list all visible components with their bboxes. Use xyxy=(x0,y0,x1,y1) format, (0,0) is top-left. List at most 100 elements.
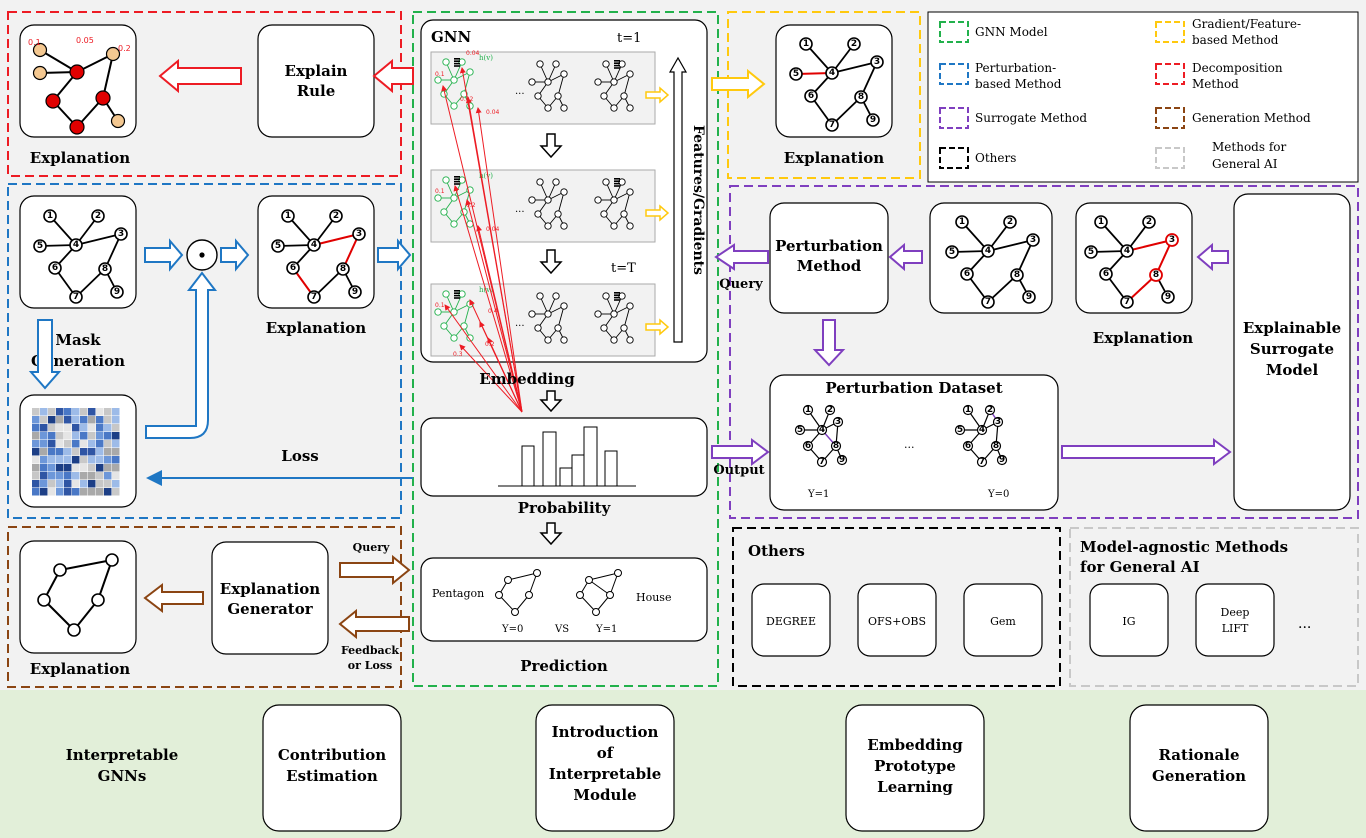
generation-explanation-graph-box xyxy=(19,540,137,654)
arrow-gnn-to-gradient xyxy=(711,68,766,100)
svg-text:3: 3 xyxy=(874,57,880,67)
arrow-graph-to-method xyxy=(888,242,923,272)
explain-rule-box xyxy=(257,24,375,138)
svg-text:8: 8 xyxy=(1014,270,1020,280)
node-label: 9 xyxy=(999,455,1005,465)
legend-label: Gradient/Feature- xyxy=(1192,17,1301,31)
score-label: 0.1 xyxy=(28,38,41,47)
svg-text:5: 5 xyxy=(1088,247,1094,257)
method-degree: DEGREE xyxy=(766,615,816,628)
down-arrow xyxy=(539,249,563,275)
feedback-label-1: Feedback xyxy=(341,644,399,657)
gradient-explanation-graph: 1 2 3 4 5 6 7 8 9 xyxy=(789,37,884,132)
others-title: Others xyxy=(748,542,805,560)
interp-module-1: Introduction xyxy=(552,723,659,741)
node-label: 2 xyxy=(95,211,101,221)
surrogate-region xyxy=(729,185,1359,519)
features-gradients-label: Features/Gradients xyxy=(690,125,706,275)
surrogate-explanation-box xyxy=(1075,202,1193,314)
layer-ellipsis: ... xyxy=(515,204,525,215)
surrogate-query-label: Query xyxy=(719,277,763,292)
node-label: 8 xyxy=(833,441,839,451)
surrogate-output-label: Output xyxy=(713,463,764,478)
probability-box xyxy=(420,417,708,497)
down-arrow xyxy=(539,133,563,159)
svg-text:4: 4 xyxy=(1124,246,1130,256)
svg-text:8: 8 xyxy=(340,264,346,274)
generator-label-1: Explanation xyxy=(220,580,321,598)
svg-text:5: 5 xyxy=(275,241,281,251)
legend-label: based Method xyxy=(1192,33,1279,47)
svg-text:2: 2 xyxy=(333,211,339,221)
surrogate-input-graph-box xyxy=(929,202,1053,314)
svg-text:1: 1 xyxy=(1098,217,1104,227)
svg-text:8: 8 xyxy=(1153,270,1159,280)
node-label: 2 xyxy=(987,405,993,415)
node-label: 1 xyxy=(805,405,811,415)
method-box-degree xyxy=(751,583,831,657)
node-label: 3 xyxy=(995,417,1001,427)
probability-label: Probability xyxy=(518,499,612,517)
interpretable-title-1: Interpretable xyxy=(66,746,179,764)
node-label: 9 xyxy=(114,287,120,297)
perturbation-explanation-box xyxy=(257,195,375,309)
node-label: 7 xyxy=(819,457,825,467)
t-last-label: t=T xyxy=(611,261,636,276)
arrow-mul-to-expl xyxy=(220,238,250,272)
interp-rationale-1: Rationale xyxy=(1158,746,1239,764)
gradient-explanation-box xyxy=(775,24,893,138)
node-label: 9 xyxy=(839,455,845,465)
pentagon-graph xyxy=(495,569,541,616)
svg-text:4: 4 xyxy=(311,240,317,250)
interp-box-module xyxy=(535,704,675,832)
generator-label-2: Generator xyxy=(227,600,313,618)
arrow-feedback-to-generator xyxy=(338,608,410,640)
general-ai-region xyxy=(1069,527,1359,687)
node-label: 8 xyxy=(993,441,999,451)
svg-text:2: 2 xyxy=(1146,217,1152,227)
interp-contribution-2: Estimation xyxy=(286,767,378,785)
svg-text:3: 3 xyxy=(1030,235,1036,245)
method-gem: Gem xyxy=(990,615,1016,628)
legend-label: based Method xyxy=(975,77,1062,91)
method-box-ig xyxy=(1089,583,1169,657)
gnn-title: GNN xyxy=(431,28,472,46)
svg-text:3: 3 xyxy=(1169,235,1175,245)
surrogate-explanation-graph: 1 2 3 4 5 6 7 8 9 xyxy=(1084,215,1179,309)
generation-explanation-graph xyxy=(37,553,119,637)
arrow-output-to-dataset xyxy=(711,438,770,466)
node-label: 6 xyxy=(52,263,58,273)
perturbation-method-box xyxy=(769,202,889,314)
perturbation-method-label-1: Perturbation xyxy=(775,237,883,255)
perturbation-explanation-label: Explanation xyxy=(266,319,367,337)
decomposition-explanation-graph xyxy=(32,42,126,135)
surrogate-explanation-label: Explanation xyxy=(1093,329,1194,347)
arrow-method-to-dataset xyxy=(812,319,846,367)
weight-label: 0.3 xyxy=(453,351,463,358)
generation-query-label: Query xyxy=(353,541,390,554)
svg-text:6: 6 xyxy=(290,263,296,273)
svg-text:1: 1 xyxy=(803,39,809,49)
house-label: House xyxy=(636,591,671,604)
svg-text:9: 9 xyxy=(870,115,876,125)
node-label: 1 xyxy=(965,405,971,415)
gradient-explanation-label: Explanation xyxy=(784,149,885,167)
prediction-box xyxy=(420,557,708,642)
house-graph xyxy=(576,569,622,616)
node-label: 7 xyxy=(73,292,79,302)
input-graph: 1 2 3 4 5 6 7 8 9 xyxy=(33,209,128,304)
legend-items: GNN Model Gradient/Feature- based Method… xyxy=(939,17,1311,171)
dataset-ellipsis: ... xyxy=(904,438,915,451)
node-label: 6 xyxy=(965,441,971,451)
svg-text:5: 5 xyxy=(793,69,799,79)
svg-text:9: 9 xyxy=(352,287,358,297)
hv-label: h(v) xyxy=(479,172,493,180)
weight-label: 0.04 xyxy=(486,109,500,116)
arrow-dataset-to-surrogate xyxy=(1061,438,1232,466)
svg-text:1: 1 xyxy=(285,211,291,221)
legend-label: Others xyxy=(975,151,1016,165)
perturbation-dataset-label: Perturbation Dataset xyxy=(825,379,1002,397)
perturbation-method-label-2: Method xyxy=(797,257,862,275)
explain-rule-label-2: Rule xyxy=(297,82,336,100)
interp-rationale-2: Generation xyxy=(1152,767,1246,785)
